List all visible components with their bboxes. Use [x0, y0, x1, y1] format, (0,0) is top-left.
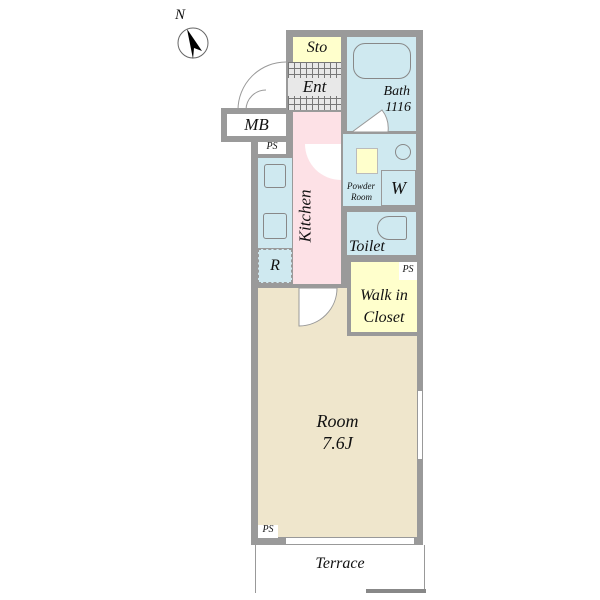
terrace-label: Terrace: [315, 555, 365, 572]
refrigerator-label: R: [270, 257, 280, 274]
compass-north-label: N: [175, 7, 186, 23]
sliding-door-south[interactable]: [285, 537, 415, 545]
washer-label: W: [391, 178, 406, 198]
entrance: Ent: [288, 62, 341, 110]
pipe-space-top: PS: [258, 141, 286, 154]
compass-arrow-icon: [177, 27, 209, 59]
refrigerator-space: R: [258, 249, 292, 283]
powder-room-cabinet-icon: [356, 148, 378, 174]
toilet: Toilet: [347, 212, 416, 255]
room-door-swing[interactable]: [297, 286, 341, 328]
room-label: Room: [316, 411, 359, 431]
pipe-space-label: PS: [262, 524, 274, 535]
powder-room: Powder Room W: [343, 134, 416, 206]
washbasin-icon: [395, 144, 411, 160]
sink-icon: [263, 213, 287, 239]
pipe-space-closet: PS: [399, 262, 417, 280]
window-east: [417, 390, 423, 460]
bath-label: Bath: [383, 84, 410, 99]
kitchen-counter: [258, 158, 292, 248]
meter-box: MB: [227, 114, 286, 136]
meter-box-label: MB: [244, 115, 269, 134]
pipe-space-label: PS: [266, 141, 278, 152]
terrace: Terrace: [255, 545, 426, 593]
compass: N: [170, 7, 220, 63]
walk-in-label: Walk in: [360, 287, 408, 304]
terrace-rail: [366, 589, 426, 593]
storage-label: Sto: [306, 39, 328, 56]
pipe-space-bottom: PS: [258, 524, 278, 538]
washer-space: W: [381, 170, 416, 206]
pipe-space-label: PS: [402, 264, 414, 275]
kitchen-label: Kitchen: [295, 189, 315, 243]
toilet-bowl-icon: [377, 216, 407, 240]
storage: Sto: [293, 37, 341, 62]
room-size-label: 7.6J: [322, 433, 353, 453]
kitchen-door-swing[interactable]: [303, 142, 343, 182]
bath-size-label: 1116: [385, 100, 411, 115]
stove-icon: [264, 164, 286, 188]
powder-room-label-2: Room: [351, 192, 372, 202]
closet-label: Closet: [363, 309, 405, 326]
kitchen: Kitchen: [293, 112, 341, 284]
bath-door-swing[interactable]: [350, 108, 392, 134]
entrance-label: Ent: [288, 78, 341, 96]
entrance-door-swing[interactable]: [236, 60, 288, 112]
toilet-label: Toilet: [349, 238, 385, 255]
powder-room-label: Powder: [347, 181, 375, 191]
bathtub-icon: [353, 43, 411, 79]
